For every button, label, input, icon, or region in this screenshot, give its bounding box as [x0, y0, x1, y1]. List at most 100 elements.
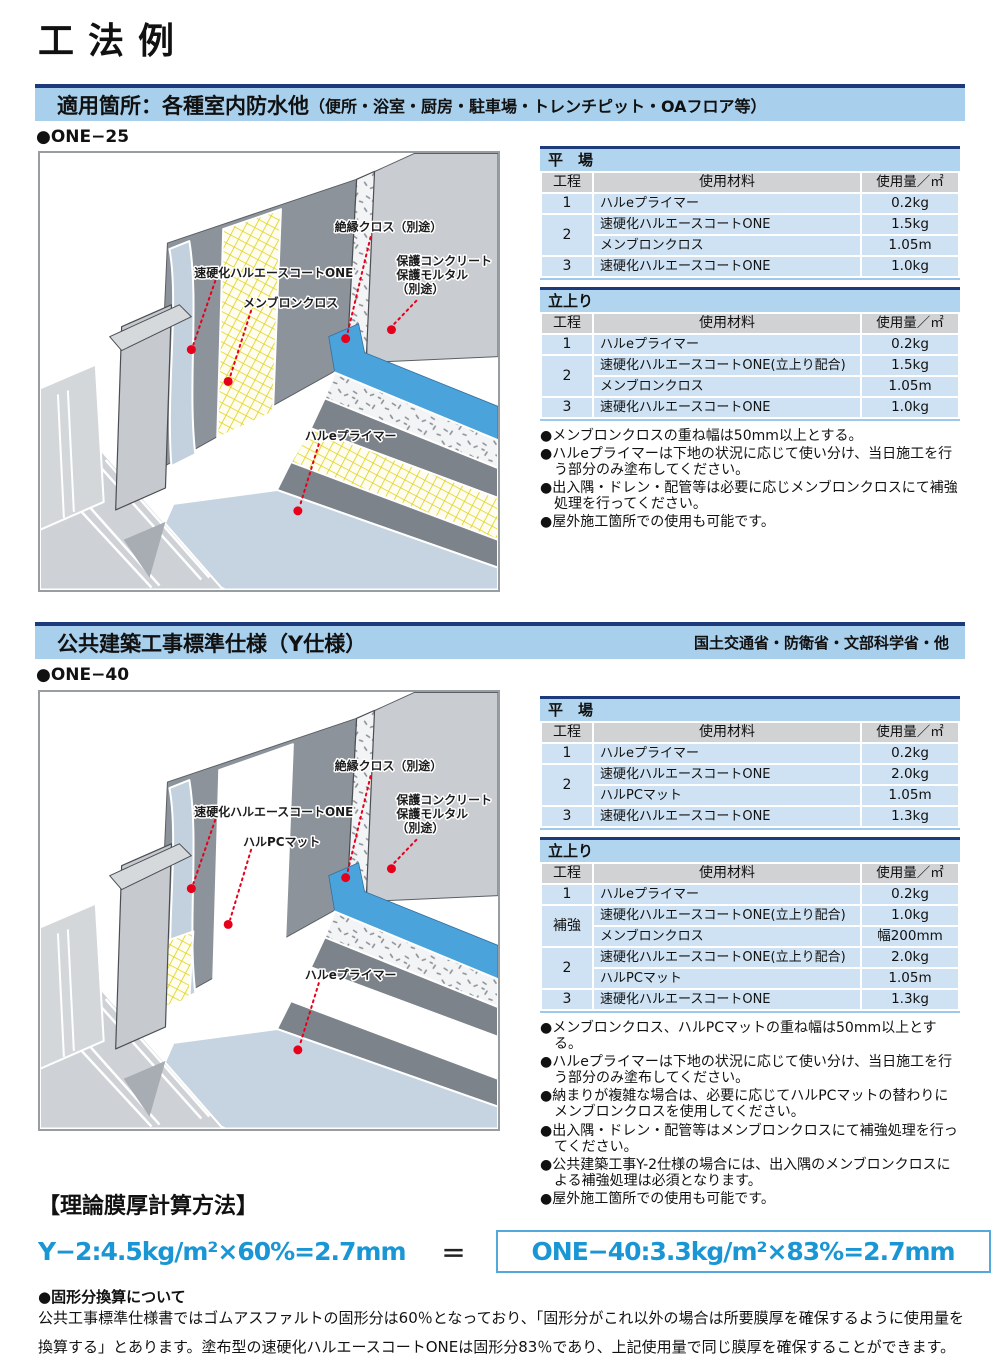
qty-cell: 0.2kg [862, 194, 958, 213]
material-cell: ハルeプライマー [594, 744, 860, 763]
floor-coat-band-2 [275, 1000, 498, 1108]
qty-cell: 2.0kg [862, 948, 958, 967]
qty-cell: 0.2kg [862, 744, 958, 763]
material-cell: 速硬化ハルエースコートONE(立上り配合) [594, 948, 860, 967]
floor-coat-band-1 [309, 936, 498, 1038]
material-cell: メンブロンクロス [594, 377, 860, 396]
note-item: ●屋外施工箇所での使用も可能です。 [540, 1190, 775, 1207]
callout-dot [386, 325, 396, 335]
qty-cell: 幅200mm [862, 927, 958, 946]
table-row: 補強 速硬化ハルエースコートONE(立上り配合) 1.0kg [542, 906, 958, 946]
callout-dot [341, 873, 351, 883]
qty-cell: 1.3kg [862, 990, 958, 1009]
callout-dot [223, 376, 233, 386]
table-row: 1 ハルeプライマー 0.2kg [542, 885, 958, 904]
qty-cell: 1.5kg [862, 356, 958, 375]
col-header-step: 工程 [542, 173, 592, 192]
callout-dot [223, 919, 233, 929]
left-wall-joint-lines [56, 929, 75, 1057]
step-cell: 3 [542, 257, 592, 276]
step-cell: 3 [542, 807, 592, 826]
note-item: ●納まりが複雑な場合は、必要に応じてハルPCマットの替わりにメンブロンクロスを使… [540, 1088, 949, 1121]
material-cell: 速硬化ハルエースコートONE [594, 398, 860, 417]
col-header-step: 工程 [542, 723, 592, 742]
formula-section-title: 【理論膜厚計算方法】 [38, 1194, 259, 1219]
leader-line [392, 838, 418, 865]
material-cell: 速硬化ハルエースコートONE [594, 257, 860, 276]
table-title: 平 場 [540, 696, 960, 721]
table-title: 立上り [540, 837, 960, 862]
header-row: 工程 使用材料 使用量／㎡ [542, 723, 958, 742]
qty-cell: 1.0kg [862, 906, 958, 925]
table-row: 3 速硬化ハルエースコートONE 1.0kg [542, 398, 958, 417]
diagram-one40: 絶縁クロス（別途） 保護コンクリート 保護モルタル （別途） 速硬化ハルエースコ… [38, 690, 500, 1131]
callout-dot [293, 1045, 303, 1055]
callout-dot [293, 506, 303, 516]
pillar-cap [109, 843, 192, 891]
equals-sign: ＝ [441, 1240, 466, 1268]
label-protect-concrete: 保護コンクリート [395, 792, 492, 807]
note-item: ●メンブロンクロス、ハルPCマットの重ね幅は50mm以上とする。 [540, 1020, 937, 1053]
floor-mortar-band [323, 910, 498, 1009]
note-item: ●屋外施工箇所での使用も可能です。 [540, 514, 775, 531]
formula-left-term: Y−2:4.5kg/m²×60%=2.7mm [38, 1237, 407, 1266]
qty-cell: 1.05m [862, 236, 958, 255]
model-label-one40: ●ONE−40 [36, 665, 130, 685]
col-header-material: 使用材料 [594, 173, 860, 192]
table-row: 3 速硬化ハルエースコートONE 1.3kg [542, 990, 958, 1009]
table-one25-flat: 平 場 工程 使用材料 使用量／㎡ 1 ハルeプライマー 0.2kg 2 [540, 146, 960, 280]
note-item: ●公共建築工事Y-2仕様の場合には、出入隅のメンブロンクロスによる補強処理は必須… [540, 1156, 951, 1189]
floor-pcmat-layer [289, 966, 498, 1080]
table-row: 3 速硬化ハルエースコートONE 1.0kg [542, 257, 958, 276]
table-row: 1 ハルeプライマー 0.2kg [542, 744, 958, 763]
floor-coat-band-1 [309, 397, 498, 499]
col-header-qty: 使用量／㎡ [862, 314, 958, 333]
table-row: 2 速硬化ハルエースコートONE(立上り配合) 2.0kg [542, 948, 958, 988]
header-row: 工程 使用材料 使用量／㎡ [542, 314, 958, 333]
section1-header-bar: 適用箇所：各種室内防水他 （便所・浴室・厨房・駐車場・トレンチピット・OAフロア… [35, 84, 965, 121]
one25-spec-column: 平 場 工程 使用材料 使用量／㎡ 1 ハルeプライマー 0.2kg 2 [540, 146, 960, 533]
label-insulation-cloth: 絶縁クロス（別途） [335, 758, 442, 773]
leader-line [346, 236, 372, 334]
slab-joint-lines [55, 459, 211, 589]
label-protect-separate: （別途） [396, 281, 444, 296]
diagram-one25: 絶縁クロス（別途） 保護コンクリート 保護モルタル （別途） 速硬化ハルエースコ… [38, 151, 500, 592]
note-item: ●出入隅・ドレン・配管等はメンブロンクロスにて補強処理を行ってください。 [540, 1122, 958, 1155]
table-row: 1 ハルeプライマー 0.2kg [542, 194, 958, 213]
label-insulation-cloth: 絶縁クロス（別途） [335, 219, 442, 234]
step-cell: 1 [542, 194, 592, 213]
floor-primer-layer [134, 488, 498, 590]
table-row: メンブロンクロス 幅200mm [542, 927, 958, 946]
label-pc-mat: ハルPCマット [243, 835, 320, 849]
label-coat-one: 速硬化ハルエースコートONE [194, 265, 353, 280]
concrete-column [346, 709, 376, 905]
material-cell: ハルPCマット [594, 786, 860, 805]
qty-cell: 0.2kg [862, 885, 958, 904]
callout-dot [341, 334, 351, 344]
slab-notch [123, 1060, 166, 1117]
notes-one40: ●メンブロンクロス、ハルPCマットの重ね幅は50mm以上とする。 ●ハルeプライ… [540, 1020, 960, 1207]
qty-cell: 1.3kg [862, 807, 958, 826]
qty-cell: 1.0kg [862, 398, 958, 417]
qty-cell: 2.0kg [862, 765, 958, 784]
floor-coat-band-2 [275, 461, 498, 569]
wall-membrane-mesh [216, 208, 282, 440]
header-row: 工程 使用材料 使用量／㎡ [542, 864, 958, 883]
formula-right-term-box: ONE−40:3.3kg/m²×83%=2.7mm [495, 1230, 991, 1273]
material-cell: ハルeプライマー [594, 885, 860, 904]
floor-primer-layer [134, 1027, 498, 1129]
left-wall-joint-lines [56, 390, 75, 518]
one40-spec-column: 平 場 工程 使用材料 使用量／㎡ 1 ハルeプライマー 0.2kg 2 [540, 696, 960, 1209]
pillar-cap [109, 304, 192, 352]
material-cell: 速硬化ハルエースコートONE(立上り配合) [594, 356, 860, 375]
qty-cell: 1.05m [862, 969, 958, 988]
material-cell: 速硬化ハルエースコートONE [594, 807, 860, 826]
leader-line [229, 309, 253, 378]
leader-line [192, 279, 217, 346]
table-title: 平 場 [540, 146, 960, 171]
step-cell: 1 [542, 744, 592, 763]
label-protect-mortar: 保護モルタル [395, 806, 468, 821]
col-header-material: 使用材料 [594, 864, 860, 883]
wall-pcmat-layer [212, 743, 294, 981]
leader-line [346, 775, 372, 873]
